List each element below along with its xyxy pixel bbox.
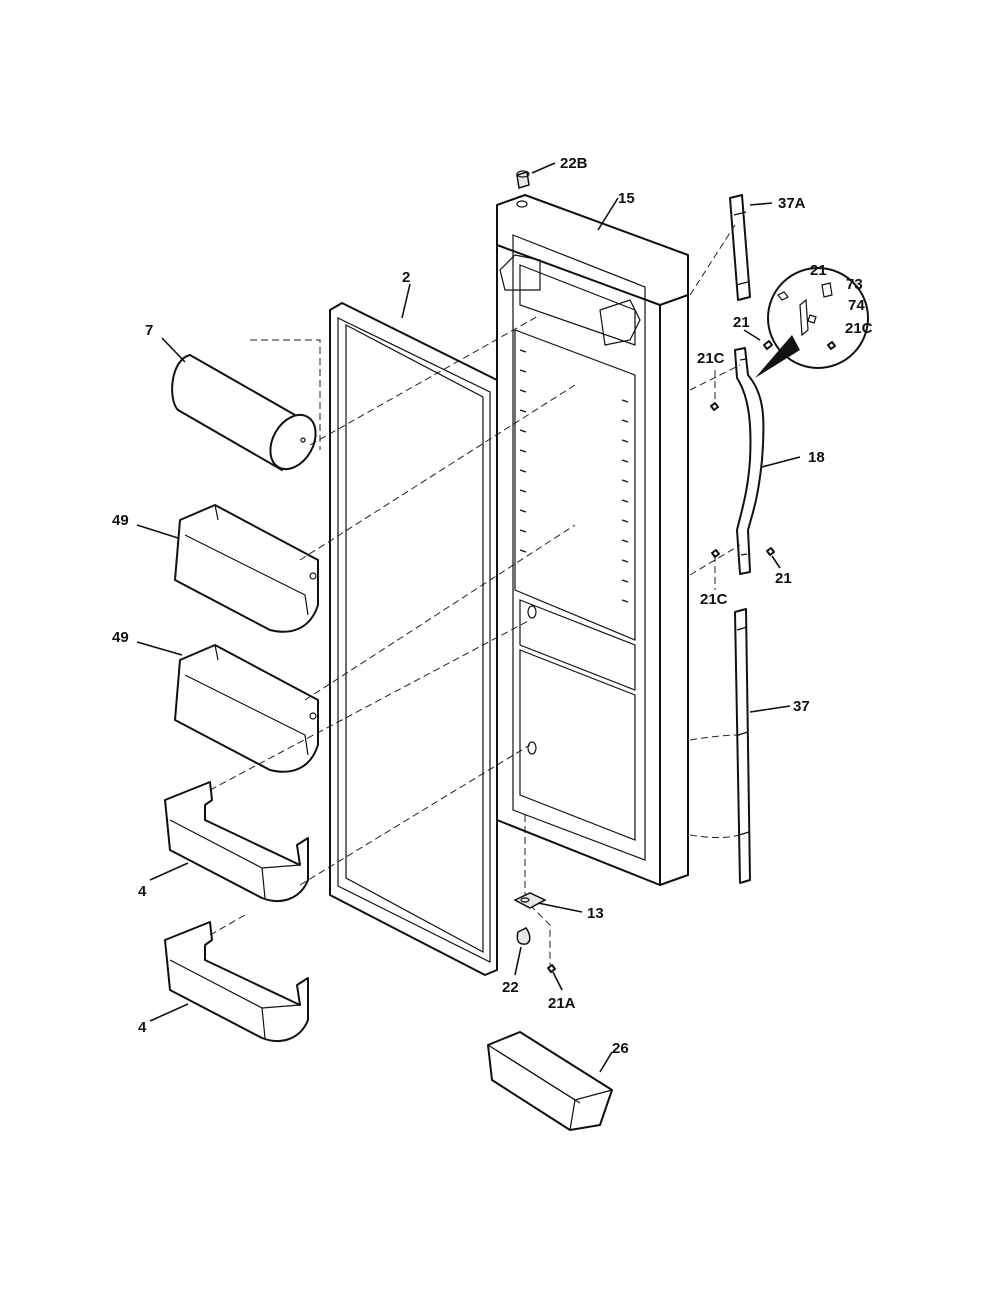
callout-21-inset: 21 [810, 262, 827, 279]
canister [171, 354, 317, 471]
trim-strip-37a [729, 194, 751, 301]
hinge [513, 892, 547, 909]
callout-21c-bottom: 21C [700, 591, 728, 608]
callout-2: 2 [402, 269, 410, 286]
callout-7: 7 [145, 322, 153, 339]
callout-37: 37 [793, 698, 810, 715]
callout-37a: 37A [778, 195, 806, 212]
callout-21c-top: 21C [697, 350, 725, 367]
callout-15: 15 [618, 190, 635, 207]
plug-22b [516, 170, 530, 208]
callout-4-upper: 4 [138, 883, 147, 900]
callout-74: 74 [848, 297, 865, 314]
callout-labels: 22B 15 37A 2 21 73 74 21C 7 21 21C 18 49… [112, 155, 873, 1057]
trim-strip-37 [734, 608, 751, 884]
screw-21a [547, 964, 556, 973]
door-liner [496, 194, 689, 886]
callout-26: 26 [612, 1040, 629, 1057]
callout-49-lower: 49 [112, 629, 129, 646]
leader-lines [136, 162, 801, 1073]
callout-73: 73 [846, 276, 863, 293]
callout-22: 22 [502, 979, 519, 996]
callout-21-bottom: 21 [775, 570, 792, 587]
callout-4-lower: 4 [138, 1019, 147, 1036]
callout-21a: 21A [548, 995, 576, 1012]
door-shelf-4-lower [164, 921, 309, 1042]
callout-18: 18 [808, 449, 825, 466]
callout-21-top: 21 [733, 314, 750, 331]
door-bin-49-lower [174, 644, 319, 773]
dairy-bin [487, 1031, 613, 1131]
alignment-lines [209, 224, 741, 965]
callout-49-upper: 49 [112, 512, 129, 529]
bushing [516, 927, 531, 945]
door-handle [734, 347, 765, 575]
detail-inset [755, 267, 869, 378]
door-bin-49-upper [174, 504, 319, 633]
callout-22b: 22B [560, 155, 588, 172]
door-gasket [329, 302, 498, 976]
callout-13: 13 [587, 905, 604, 922]
screws [710, 340, 775, 558]
callout-21c-inset: 21C [845, 320, 873, 337]
door-shelf-4-upper [164, 781, 309, 902]
